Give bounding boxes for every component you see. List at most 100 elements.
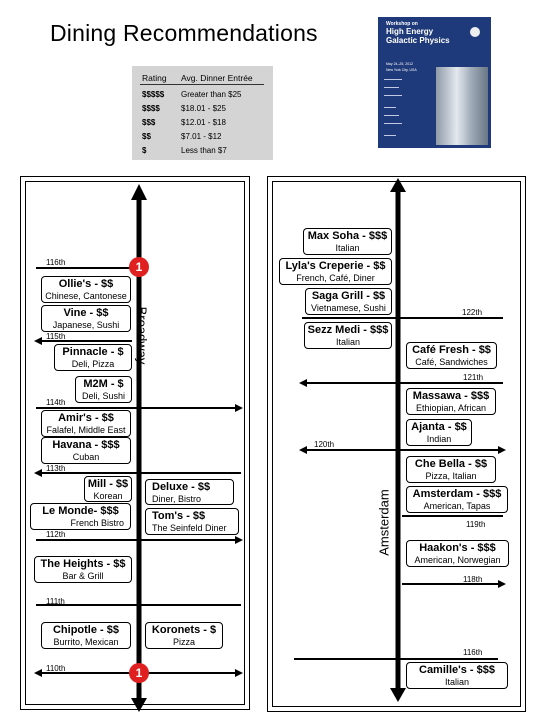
poster-logo-icon bbox=[470, 27, 480, 37]
restaurant-card[interactable]: Ollie's - $$ Chinese, Cantonese bbox=[41, 276, 131, 303]
restaurant-name: Sezz Medi - $$$ bbox=[307, 324, 389, 336]
arrow-right-icon bbox=[235, 669, 243, 677]
restaurant-description: Chinese, Cantonese bbox=[45, 291, 127, 301]
legend-rating: $$ bbox=[142, 132, 151, 141]
restaurant-description: Japanese, Sushi bbox=[52, 320, 120, 330]
restaurant-description: American, Norwegian bbox=[414, 555, 501, 565]
restaurant-card[interactable]: Koronets - $ Pizza bbox=[145, 622, 223, 649]
restaurant-name: Max Soha - $$$ bbox=[307, 230, 388, 242]
restaurant-card[interactable]: Vine - $$ Japanese, Sushi bbox=[41, 305, 131, 332]
poster-text-line: ▬▬▬▬▬▬ bbox=[384, 77, 402, 81]
restaurant-card[interactable]: Havana - $$$ Cuban bbox=[41, 437, 131, 464]
restaurant-name: Koronets - $ bbox=[151, 624, 217, 636]
restaurant-name: Havana - $$$ bbox=[52, 439, 120, 451]
restaurant-card[interactable]: Ajanta - $$ Indian bbox=[406, 419, 472, 446]
poster-text-line: ▬▬▬▬▬ bbox=[384, 85, 399, 89]
poster-text-line: ▬▬▬▬▬▬ bbox=[384, 93, 402, 97]
legend-rating: $ bbox=[142, 146, 147, 155]
poster-city: New York City, USA bbox=[386, 68, 417, 72]
restaurant-card[interactable]: Sezz Medi - $$$ Italian bbox=[304, 322, 392, 349]
arrow-left-icon bbox=[34, 669, 42, 677]
restaurant-description: Pizza bbox=[172, 637, 195, 647]
restaurant-card[interactable]: Mill - $$ Korean bbox=[84, 476, 132, 502]
restaurant-name: Pinnacle - $ bbox=[62, 346, 124, 358]
location-marker[interactable]: 1 bbox=[129, 663, 149, 683]
arrow-right-icon bbox=[235, 536, 243, 544]
amsterdam-arrow-down-icon bbox=[390, 688, 406, 702]
restaurant-card[interactable]: Café Fresh - $$ Café, Sandwiches bbox=[406, 342, 497, 369]
legend-price: Greater than $25 bbox=[181, 90, 242, 99]
legend-rating: $$$$$ bbox=[142, 90, 165, 99]
restaurant-name: Amir's - $$ bbox=[58, 412, 114, 424]
restaurant-description: The Seinfeld Diner bbox=[152, 523, 227, 533]
broadway-label: Broadway bbox=[134, 306, 150, 365]
street-label: 119th bbox=[466, 520, 486, 529]
restaurant-name: Haakon's - $$$ bbox=[419, 542, 496, 554]
restaurant-card[interactable]: The Heights - $$ Bar & Grill bbox=[34, 556, 132, 583]
restaurant-card[interactable]: Che Bella - $$ Pizza, Italian bbox=[406, 456, 496, 483]
restaurant-name: Lyla's Creperie - $$ bbox=[285, 260, 386, 272]
restaurant-description: Korean bbox=[93, 491, 123, 501]
restaurant-description: Bar & Grill bbox=[62, 571, 104, 581]
legend-rating: $$$ bbox=[142, 118, 156, 127]
restaurant-card[interactable]: Max Soha - $$$ Italian bbox=[303, 228, 392, 255]
restaurant-name: Massawa - $$$ bbox=[412, 390, 490, 402]
restaurant-name: Deluxe - $$ bbox=[152, 481, 211, 493]
arrow-left-icon bbox=[34, 469, 42, 477]
amsterdam-label: Amsterdam bbox=[376, 489, 392, 556]
restaurant-card[interactable]: Massawa - $$$ Ethiopian, African bbox=[406, 388, 496, 415]
restaurant-description: Burrito, Mexican bbox=[53, 637, 119, 647]
restaurant-name: M2M - $ bbox=[83, 378, 124, 390]
restaurant-description: Vietnamese, Sushi bbox=[311, 303, 386, 313]
restaurant-name: Tom's - $$ bbox=[152, 510, 206, 522]
legend-header-rating: Rating bbox=[142, 73, 167, 83]
restaurant-card[interactable]: Lyla's Creperie - $$ French, Café, Diner bbox=[279, 258, 392, 285]
restaurant-name: The Heights - $$ bbox=[40, 558, 126, 570]
poster-text-line: ▬▬▬▬▬▬ bbox=[384, 121, 402, 125]
legend-price: $18.01 - $25 bbox=[181, 104, 226, 113]
restaurant-description: Indian bbox=[426, 434, 452, 444]
restaurant-description: Italian bbox=[444, 677, 470, 687]
restaurant-card[interactable]: Haakon's - $$$ American, Norwegian bbox=[406, 540, 509, 567]
restaurant-card[interactable]: Camille's - $$$ Italian bbox=[406, 662, 508, 689]
street-label: 121th bbox=[463, 373, 484, 382]
restaurant-description: Deli, Pizza bbox=[71, 359, 115, 369]
restaurant-name: Ollie's - $$ bbox=[58, 278, 114, 290]
poster-text-line: ▬▬▬▬▬ bbox=[384, 113, 399, 117]
restaurant-card[interactable]: Le Monde- $$$ French Bistro bbox=[30, 503, 131, 530]
page-title: Dining Recommendations bbox=[50, 20, 318, 46]
amsterdam-arrow-up-icon bbox=[390, 178, 406, 192]
restaurant-card[interactable]: Amir's - $$ Falafel, Middle East bbox=[41, 410, 131, 437]
restaurant-description: French, Café, Diner bbox=[296, 273, 375, 283]
street-label: 112th bbox=[46, 530, 66, 539]
street-label: 111th bbox=[46, 597, 65, 606]
restaurant-description: Italian bbox=[335, 243, 360, 253]
restaurant-name: Saga Grill - $$ bbox=[311, 290, 386, 302]
restaurant-card[interactable]: Chipotle - $$ Burrito, Mexican bbox=[41, 622, 131, 649]
street-label: 110th bbox=[46, 664, 66, 673]
poster-text-line: ▬▬▬▬ bbox=[384, 105, 396, 109]
restaurant-card[interactable]: Deluxe - $$ Diner, Bistro bbox=[145, 479, 234, 505]
legend-rating: $$$$ bbox=[142, 104, 160, 113]
legend-header-price: Avg. Dinner Entrée bbox=[181, 73, 253, 83]
poster-footer bbox=[378, 148, 491, 161]
restaurant-card[interactable]: Pinnacle - $ Deli, Pizza bbox=[54, 344, 132, 371]
restaurant-name: Ajanta - $$ bbox=[411, 421, 467, 433]
price-legend: Rating Avg. Dinner Entrée $$$$$ Greater … bbox=[132, 66, 273, 160]
restaurant-name: Café Fresh - $$ bbox=[412, 344, 491, 356]
street-label: 114th bbox=[46, 398, 66, 407]
broadway-arrow-up-icon bbox=[131, 184, 147, 200]
restaurant-name: Mill - $$ bbox=[87, 478, 129, 490]
restaurant-card[interactable]: M2M - $ Deli, Sushi bbox=[75, 376, 132, 403]
amsterdam-map-frame bbox=[272, 181, 521, 707]
arrow-left-icon bbox=[34, 337, 42, 345]
legend-price: Less than $7 bbox=[181, 146, 227, 155]
poster-title: High Energy Galactic Physics bbox=[386, 27, 450, 45]
poster-line1: Workshop on bbox=[386, 21, 418, 27]
location-marker[interactable]: 1 bbox=[129, 257, 149, 277]
arrow-right-icon bbox=[498, 446, 506, 454]
restaurant-card[interactable]: Amsterdam - $$$ American, Tapas bbox=[406, 486, 508, 513]
restaurant-card[interactable]: Saga Grill - $$ Vietnamese, Sushi bbox=[305, 288, 392, 315]
restaurant-card[interactable]: Tom's - $$ The Seinfeld Diner bbox=[145, 508, 239, 535]
